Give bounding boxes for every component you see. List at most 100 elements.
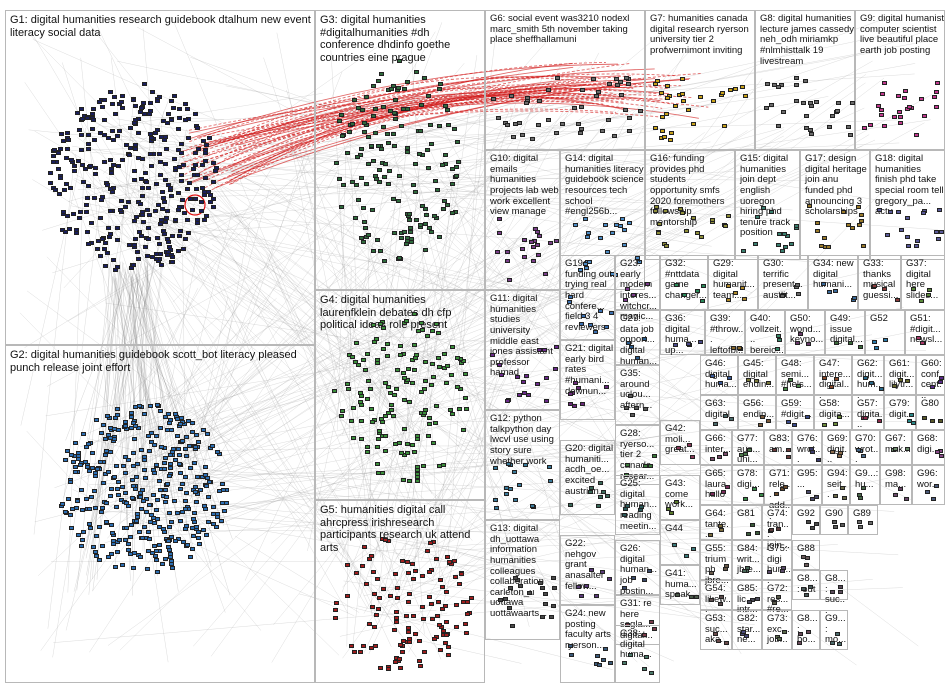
edge xyxy=(145,266,166,436)
node xyxy=(140,220,146,224)
node xyxy=(361,219,367,224)
node xyxy=(115,486,121,491)
group-g53: G53: suc... aka... xyxy=(700,610,732,650)
node xyxy=(401,86,407,91)
group-g58: G58: digita... xyxy=(814,395,852,430)
node xyxy=(105,250,111,255)
node xyxy=(166,112,172,117)
node xyxy=(860,485,866,490)
node xyxy=(737,345,743,350)
node xyxy=(933,89,939,94)
node xyxy=(146,226,152,231)
node xyxy=(760,414,766,419)
node xyxy=(193,112,198,117)
edge xyxy=(193,256,383,521)
node xyxy=(728,416,734,421)
node xyxy=(580,401,586,406)
node xyxy=(148,404,154,409)
node xyxy=(796,292,802,297)
node xyxy=(753,241,759,246)
node xyxy=(726,376,732,381)
node xyxy=(177,106,183,111)
node xyxy=(65,448,71,453)
node xyxy=(383,161,389,166)
node xyxy=(832,520,838,525)
group-label: G38: digital huma... xyxy=(620,628,652,661)
edge xyxy=(42,125,378,231)
node xyxy=(446,123,452,128)
edge xyxy=(109,93,323,128)
node xyxy=(522,255,528,260)
group-g46: G46: digital huma... xyxy=(700,355,738,395)
node xyxy=(654,204,660,209)
highlight-edge xyxy=(189,88,611,148)
node xyxy=(858,525,864,530)
node xyxy=(518,584,524,589)
node xyxy=(375,461,381,466)
node xyxy=(427,595,433,600)
node xyxy=(88,221,94,226)
node xyxy=(187,196,193,201)
edge xyxy=(26,31,363,371)
node xyxy=(419,605,425,610)
node xyxy=(776,333,782,338)
group-g40: G40: vollzeit... bereic... xyxy=(745,310,785,356)
node xyxy=(360,358,366,363)
node xyxy=(358,152,364,157)
node xyxy=(419,102,425,107)
node xyxy=(836,415,842,420)
edge xyxy=(165,155,641,213)
node xyxy=(146,549,152,554)
node xyxy=(652,81,658,86)
node xyxy=(132,242,138,247)
node xyxy=(135,514,141,519)
node xyxy=(204,483,210,488)
node xyxy=(788,241,794,246)
group-g45: G45: digital endin... xyxy=(738,355,776,395)
node xyxy=(904,216,910,221)
node xyxy=(85,132,91,137)
node xyxy=(199,199,205,204)
node xyxy=(673,343,679,348)
group-g22: G22: nehgov grant anasalter fellow... xyxy=(560,535,615,605)
node xyxy=(334,601,340,606)
node xyxy=(112,565,118,570)
node xyxy=(161,461,167,466)
node xyxy=(173,165,179,170)
node xyxy=(392,116,398,121)
node xyxy=(114,549,120,554)
node xyxy=(108,551,114,556)
group-label: G7: humanities canada digital research r… xyxy=(650,13,752,56)
node xyxy=(764,106,770,111)
node xyxy=(829,113,835,118)
node xyxy=(772,601,778,606)
node xyxy=(674,499,680,504)
highlight-edge xyxy=(207,89,658,181)
node xyxy=(120,105,126,110)
node xyxy=(98,254,104,259)
node xyxy=(663,244,669,249)
node xyxy=(89,111,95,116)
node xyxy=(137,110,143,115)
edge xyxy=(101,307,904,483)
node xyxy=(157,159,163,164)
node xyxy=(406,367,412,372)
node xyxy=(713,422,719,427)
node xyxy=(145,566,151,571)
edge xyxy=(368,181,594,654)
node xyxy=(169,534,175,539)
node xyxy=(538,580,544,585)
edge xyxy=(67,107,394,202)
node xyxy=(604,385,610,390)
node xyxy=(390,83,396,88)
node xyxy=(554,239,560,243)
highlight-edge xyxy=(230,84,669,181)
node xyxy=(524,374,530,379)
node xyxy=(79,117,85,122)
node xyxy=(755,214,761,219)
edge xyxy=(127,481,421,548)
group-g85: G85: lic... intr... xyxy=(732,580,762,615)
node xyxy=(94,466,100,471)
node xyxy=(99,510,105,515)
node xyxy=(153,433,159,438)
